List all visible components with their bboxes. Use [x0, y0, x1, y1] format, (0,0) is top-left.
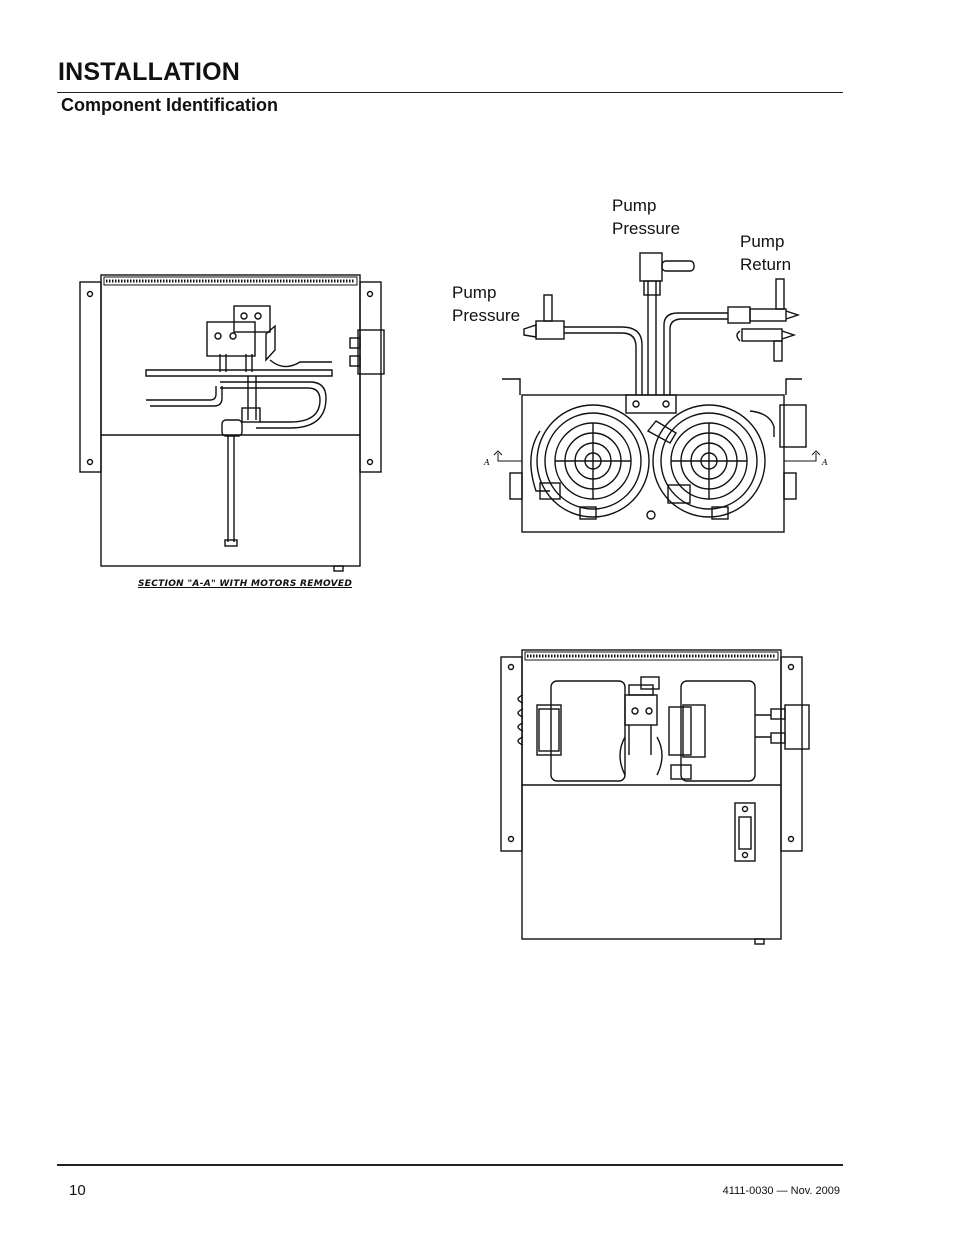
label-pump-pressure-top: Pump Pressure	[612, 194, 680, 240]
page-number: 10	[69, 1182, 86, 1199]
section-mark-left: A	[483, 458, 490, 467]
front-view-drawing	[500, 649, 810, 945]
label-line: Pump	[452, 283, 497, 302]
header-rule	[57, 92, 843, 93]
section-view-drawing	[79, 274, 385, 572]
label-line: Pressure	[452, 306, 521, 325]
label-line: Pump	[612, 196, 657, 215]
document-id: 4111-0030 — Nov. 2009	[722, 1185, 840, 1197]
label-pump-return: Pump Return	[740, 230, 791, 276]
label-line: Pump	[740, 232, 785, 251]
page-subtitle: Component Identification	[61, 95, 278, 115]
section-view-caption: SECTION "A-A" WITH MOTORS REMOVED	[138, 579, 353, 589]
label-line: Return	[740, 255, 792, 274]
label-pump-pressure-left: Pump Pressure	[452, 281, 520, 327]
label-line: Pressure	[612, 219, 681, 238]
top-view-drawing: A A	[483, 252, 828, 533]
footer-rule	[57, 1164, 843, 1166]
section-mark-right: A	[821, 458, 828, 467]
section-title: INSTALLATION	[58, 58, 241, 86]
